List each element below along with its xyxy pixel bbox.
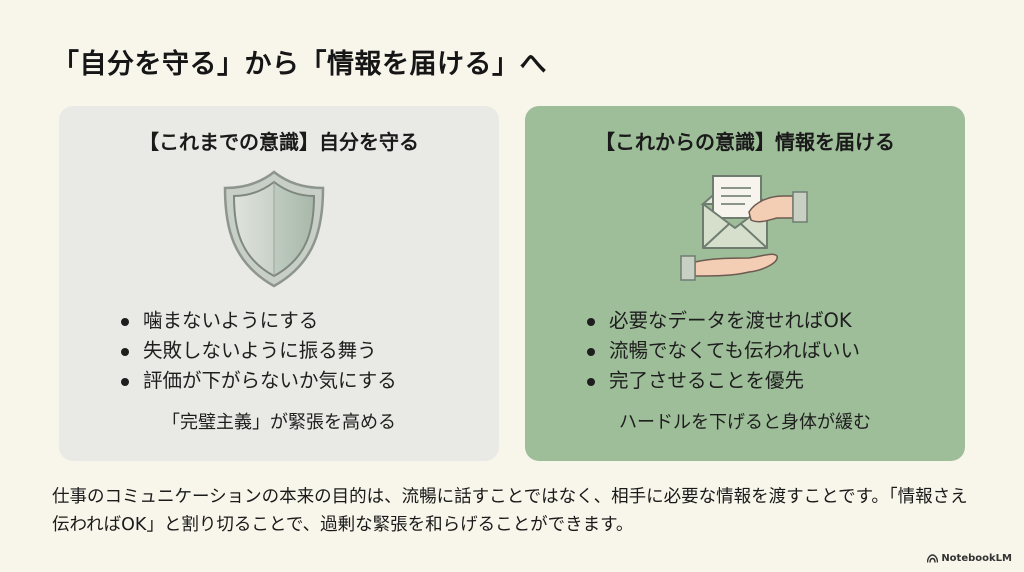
bullet-item: 流暢でなくても伝わればいい <box>587 336 965 366</box>
card-caption: 「完璧主義」が緊張を高める <box>162 412 396 433</box>
notebooklm-logo-icon <box>927 554 939 563</box>
bullet-list: 噛まないようにする 失敗しないように振る舞う 評価が下がらないか気にする <box>121 306 499 396</box>
card-previous-mindset: 【これまでの意識】自分を守る <box>59 106 499 461</box>
slide-title: 「自分を守る」から「情報を届ける」へ <box>52 49 547 80</box>
hand-delivering-envelope-icon <box>673 166 823 291</box>
bullet-item: 完了させることを優先 <box>587 366 965 396</box>
summary-text: 仕事のコミュニケーションの本来の目的は、流暢に話すことではなく、相手に必要な情報… <box>52 487 968 535</box>
card-caption: ハードルを下げると身体が緩む <box>619 412 871 433</box>
card-new-mindset: 【これからの意識】情報を届ける 必要なデー <box>525 106 965 461</box>
bullet-item: 失敗しないように振る舞う <box>121 336 499 366</box>
bullet-list: 必要なデータを渡せればOK 流暢でなくても伝わればいい 完了させることを優先 <box>587 306 965 396</box>
brand-watermark: NotebookLM <box>927 553 1012 564</box>
card-title: 【これからの意識】情報を届ける <box>595 130 895 154</box>
brand-label: NotebookLM <box>941 553 1012 564</box>
bullet-item: 評価が下がらないか気にする <box>121 366 499 396</box>
shield-icon <box>219 168 329 290</box>
bullet-item: 必要なデータを渡せればOK <box>587 306 965 336</box>
card-title: 【これまでの意識】自分を守る <box>139 130 419 154</box>
bullet-item: 噛まないようにする <box>121 306 499 336</box>
